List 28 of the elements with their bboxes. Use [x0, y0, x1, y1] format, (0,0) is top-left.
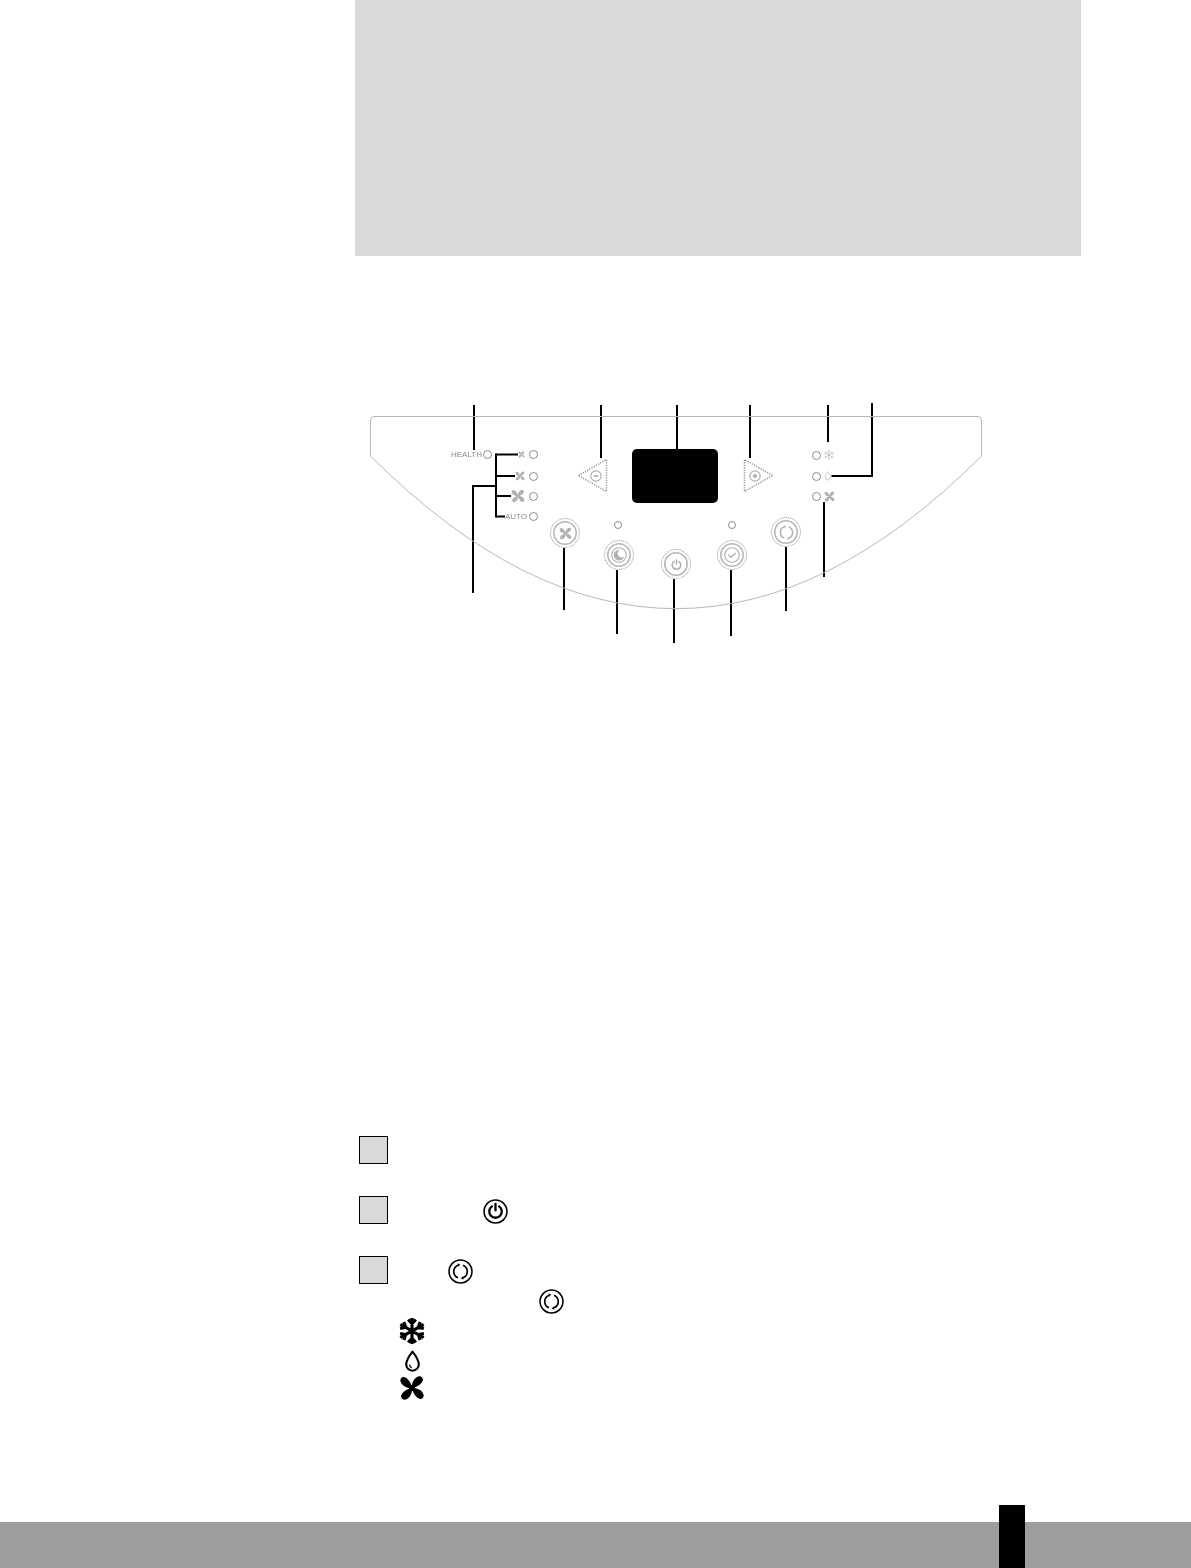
fan-button [550, 518, 580, 548]
clock-button [717, 540, 747, 570]
leader-line [676, 404, 678, 450]
leader-line [495, 475, 516, 477]
leader-line [600, 404, 602, 459]
minus-button [577, 458, 608, 493]
leader-line [730, 569, 732, 637]
plus-button [743, 458, 774, 493]
leader-line [495, 453, 519, 456]
leader-line [495, 515, 506, 518]
leader-line [495, 495, 512, 497]
leader-line [823, 501, 825, 578]
leader-line [472, 452, 497, 594]
leader-line [616, 569, 618, 635]
leader-line [563, 547, 565, 611]
display-screen [632, 449, 718, 503]
control-panel [370, 416, 982, 610]
leader-line [785, 546, 787, 612]
leader-line [749, 404, 751, 459]
leader-line [673, 578, 675, 644]
leader-line [830, 402, 873, 477]
power-button [661, 549, 691, 579]
leader-line [827, 404, 829, 443]
cycle-button [771, 517, 801, 547]
leader-line [473, 404, 475, 451]
moon-button [604, 540, 634, 570]
indicator-label: HEALTH [451, 450, 482, 459]
indicator-label: AUTO [505, 512, 528, 521]
